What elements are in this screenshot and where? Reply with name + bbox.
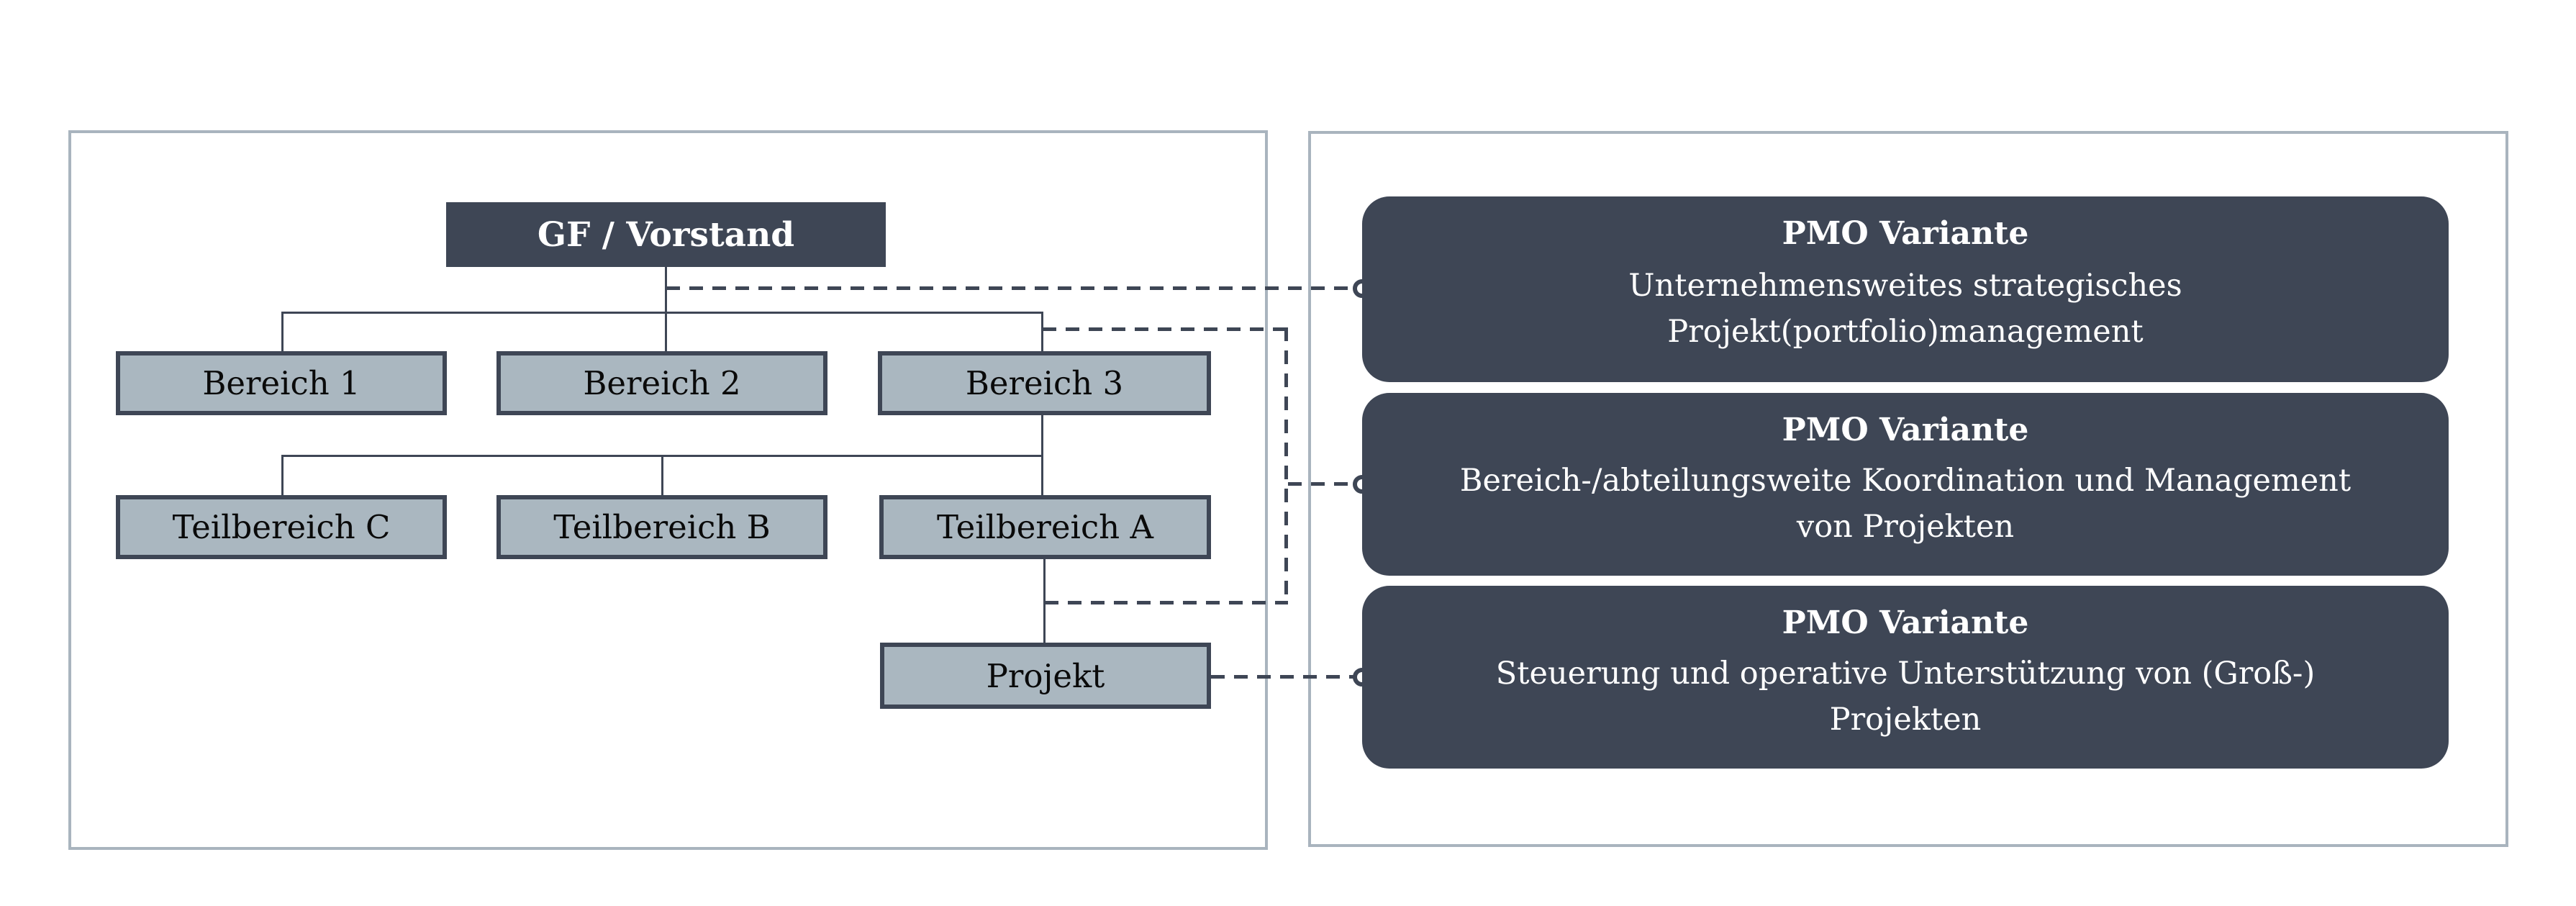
org-node-projekt: Projekt <box>880 643 1211 709</box>
pmo-card-description: Steuerung und operative Unterstützung vo… <box>1495 655 2316 738</box>
dashed-bereich-branch-top <box>1043 327 1288 331</box>
org-node-teilbereich-b: Teilbereich B <box>496 495 827 559</box>
pmo-card-title: PMO Variante <box>1782 215 2029 252</box>
pmo-variant-card-strategic: PMO Variante Unternehmensweites strategi… <box>1362 196 2449 382</box>
org-node-bereich-1: Bereich 1 <box>116 351 447 415</box>
connector-bereich3-down <box>1041 415 1043 455</box>
org-node-teilbereich-c: Teilbereich C <box>116 495 447 559</box>
connector-teilbereich-a-projekt <box>1043 559 1046 643</box>
dashed-bereich-branch-vertical <box>1284 327 1288 604</box>
connector-bereich1-riser <box>281 312 284 351</box>
connector-teilbereich-b-riser <box>661 455 663 495</box>
connector-bereich3-riser <box>1041 312 1043 351</box>
org-node-bereich-2: Bereich 2 <box>496 351 827 415</box>
pmo-card-title: PMO Variante <box>1782 412 2029 448</box>
dashed-projekt-to-pmo3 <box>1211 675 1354 679</box>
pmo-card-title: PMO Variante <box>1782 604 2029 641</box>
pmo-variant-card-departmental: PMO Variante Bereich-/abteilungsweite Ko… <box>1362 393 2449 576</box>
connector-teilbereich-a-riser <box>1041 455 1043 495</box>
dashed-teilbereich-branch-bottom <box>1045 601 1288 604</box>
pmo-card-description: Unternehmensweites strategisches Projekt… <box>1628 267 2182 350</box>
pmo-variant-card-operational: PMO Variante Steuerung und operative Unt… <box>1362 586 2449 769</box>
connector-bereich-distribution-line <box>281 312 1043 314</box>
dashed-gf-to-pmo1 <box>666 286 1354 290</box>
connector-gf-riser <box>665 267 667 351</box>
pmo-card-description: Bereich-/abteilungsweite Koordination un… <box>1459 462 2351 545</box>
org-node-gf-vorstand: GF / Vorstand <box>446 202 886 267</box>
org-node-bereich-3: Bereich 3 <box>878 351 1211 415</box>
dashed-branch-to-pmo2 <box>1288 482 1354 486</box>
connector-teilbereich-c-riser <box>281 455 284 495</box>
org-node-teilbereich-a: Teilbereich A <box>879 495 1211 559</box>
